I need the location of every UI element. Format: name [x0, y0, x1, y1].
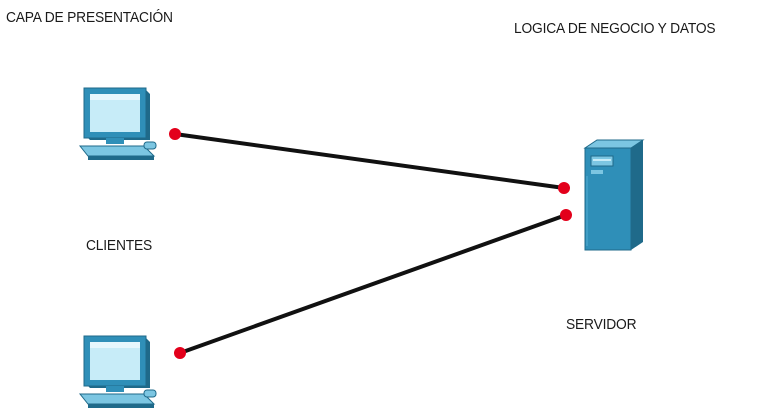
client-pc-icon: [78, 87, 157, 160]
port-marker: [174, 347, 186, 359]
port-marker: [560, 209, 572, 221]
link-client-2-server: [178, 213, 568, 355]
server-icon: [583, 139, 645, 251]
server-label: SERVIDOR: [566, 316, 637, 333]
port-marker: [169, 128, 181, 140]
port-marker: [558, 182, 570, 194]
clients-label: CLIENTES: [86, 237, 153, 254]
client-pc-icon: [78, 335, 157, 408]
presentation-layer-label: CAPA DE PRESENTACIÓN: [6, 9, 173, 26]
business-data-layer-label: LOGICA DE NEGOCIO Y DATOS: [514, 20, 716, 37]
link-client-1-server: [173, 132, 566, 190]
